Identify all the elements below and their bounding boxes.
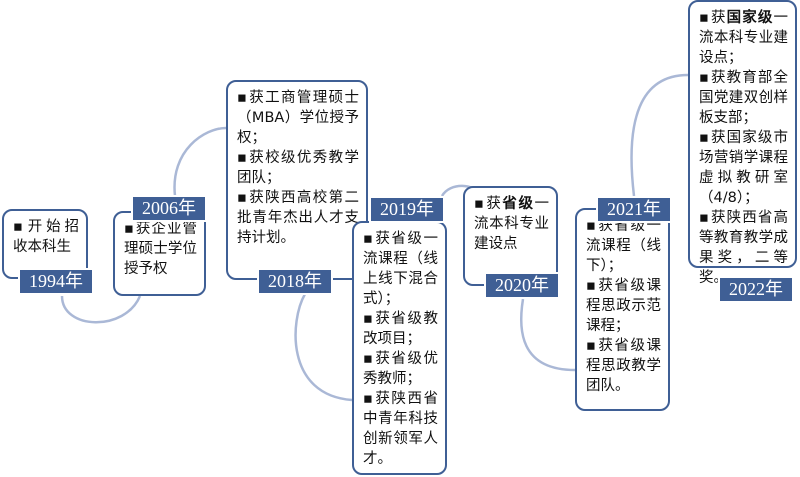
connector-2020-2021 bbox=[520, 298, 576, 372]
item-text: 获企业管理硕士学位授予权 bbox=[124, 221, 198, 277]
item-text: 获省级一流课程（线上线下混合式）； bbox=[363, 231, 439, 307]
milestone-1994-items: 开始招收本科生 bbox=[13, 217, 79, 257]
item-emphasis: 省级 bbox=[502, 196, 535, 212]
milestone-2006-box: 获企业管理硕士学位授予权 bbox=[113, 211, 206, 296]
milestone-item: 获省级课程思政教学团队。 bbox=[586, 336, 661, 396]
item-text: 获 bbox=[710, 10, 727, 26]
milestone-item: 获省级优秀教师； bbox=[363, 349, 438, 389]
item-text: 获省级优秀教师； bbox=[363, 351, 439, 387]
connector-1994-2006 bbox=[60, 295, 142, 324]
milestone-2020-box: 获省级一流本科专业建设点 bbox=[463, 186, 558, 286]
item-text: 获工商管理硕士（MBA）学位授予权； bbox=[237, 90, 360, 146]
item-text: 获教育部全国党建双创样板支部； bbox=[699, 70, 789, 126]
item-text-tail: 一流本科专业建设点 bbox=[474, 196, 550, 252]
milestone-item: 获省级一流本科专业建设点 bbox=[474, 194, 549, 254]
item-text: 获陕西省中青年科技创新领军人才。 bbox=[363, 391, 439, 467]
year-label-2019: 2019年 bbox=[369, 196, 445, 223]
milestone-2021-box: 获省级一流课程（线下）；获省级课程思政示范课程；获省级课程思政教学团队。 bbox=[575, 208, 670, 411]
milestone-2018-box: 获工商管理硕士（MBA）学位授予权； 获校级优秀教学团队； 获陕西高校第二批青年杰出… bbox=[226, 80, 368, 280]
item-text: 获校级优秀教学团队； bbox=[237, 150, 360, 186]
item-text: 获省级课程思政示范课程； bbox=[586, 278, 662, 334]
item-emphasis: 国家级 bbox=[726, 10, 774, 26]
year-label-2021: 2021年 bbox=[596, 196, 672, 223]
item-text: 获 bbox=[486, 196, 503, 212]
milestone-2022-box: 获国家级一流本科专业建设点；获教育部全国党建双创样板支部；获国家级市场营销学课程… bbox=[688, 0, 797, 286]
year-label-2020: 2020年 bbox=[484, 272, 560, 299]
milestone-item: 获企业管理硕士学位授予权 bbox=[124, 219, 197, 279]
milestone-2022-items: 获国家级一流本科专业建设点；获教育部全国党建双创样板支部；获国家级市场营销学课程… bbox=[699, 8, 788, 288]
milestone-item: 获国家级一流本科专业建设点； bbox=[699, 8, 788, 68]
item-text: 开始招收本科生 bbox=[13, 219, 79, 255]
connector-2006-2018 bbox=[173, 126, 227, 197]
milestone-item: 获省级教改项目； bbox=[363, 309, 438, 349]
milestone-item: 获教育部全国党建双创样板支部； bbox=[699, 68, 788, 128]
item-text: 获省级教改项目； bbox=[363, 311, 439, 347]
milestone-item: 获国家级市场营销学课程虚拟教研室（4/8）； bbox=[699, 128, 788, 208]
milestone-2020-items: 获省级一流本科专业建设点 bbox=[474, 194, 549, 254]
year-label-1994: 1994年 bbox=[18, 268, 94, 295]
milestone-2018-items: 获工商管理硕士（MBA）学位授予权； 获校级优秀教学团队； 获陕西高校第二批青年杰出… bbox=[237, 88, 359, 248]
year-label-2022: 2022年 bbox=[718, 276, 794, 303]
item-text: 获陕西高校第二批青年杰出人才支持计划。 bbox=[237, 190, 360, 246]
milestone-item: 获工商管理硕士（MBA）学位授予权； bbox=[237, 88, 359, 148]
milestone-item: 获省级一流课程（线上线下混合式）； bbox=[363, 229, 438, 309]
milestone-2006-items: 获企业管理硕士学位授予权 bbox=[124, 219, 197, 279]
milestone-item: 获陕西省中青年科技创新领军人才。 bbox=[363, 389, 438, 469]
item-text: 获省级课程思政教学团队。 bbox=[586, 338, 662, 394]
milestone-2021-items: 获省级一流课程（线下）；获省级课程思政示范课程；获省级课程思政教学团队。 bbox=[586, 216, 661, 396]
item-text: 获国家级市场营销学课程虚拟教研室（4/8）； bbox=[699, 130, 789, 206]
milestone-item: 获省级一流课程（线下）； bbox=[586, 216, 661, 276]
connector-2018-2019 bbox=[294, 293, 353, 402]
milestone-1994-box: 开始招收本科生 bbox=[2, 209, 88, 279]
item-text: 获省级一流课程（线下）； bbox=[586, 218, 662, 274]
year-label-2018: 2018年 bbox=[257, 268, 333, 295]
connector-2021-2022 bbox=[630, 73, 689, 197]
milestone-item: 获校级优秀教学团队； bbox=[237, 148, 359, 188]
milestone-item: 获陕西高校第二批青年杰出人才支持计划。 bbox=[237, 188, 359, 248]
milestone-2019-box: 获省级一流课程（线上线下混合式）； 获省级教改项目； 获省级优秀教师； 获陕西省中青年… bbox=[352, 221, 447, 475]
item-text: 获陕西省高等教育教学成果奖，二等奖。 bbox=[699, 210, 789, 286]
milestone-item: 获省级课程思政示范课程； bbox=[586, 276, 661, 336]
milestone-2019-items: 获省级一流课程（线上线下混合式）； 获省级教改项目； 获省级优秀教师； 获陕西省中青年… bbox=[363, 229, 438, 469]
year-label-2006: 2006年 bbox=[131, 195, 207, 222]
milestone-item: 开始招收本科生 bbox=[13, 217, 79, 257]
item-text-tail: 一流本科专业建设点； bbox=[699, 10, 789, 66]
